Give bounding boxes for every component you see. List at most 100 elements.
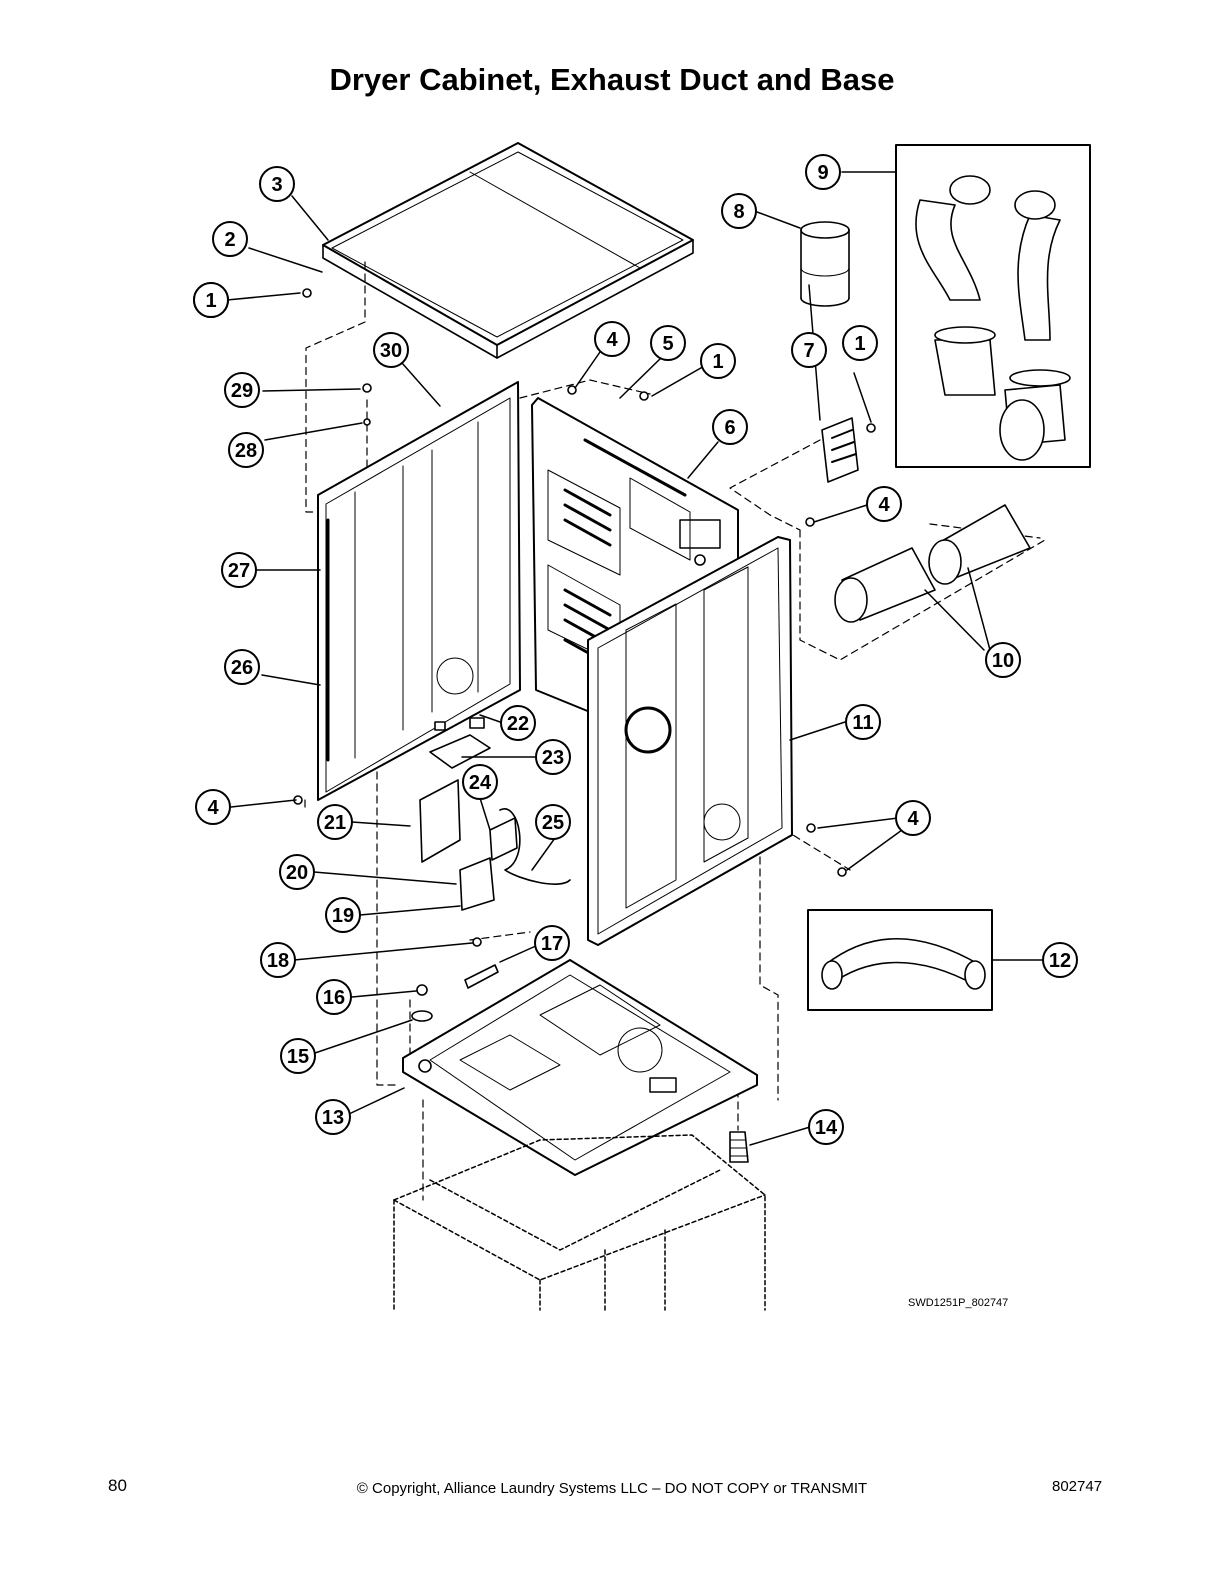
callout-label: 15 [287,1046,309,1068]
callout-circle [700,343,736,379]
callout-circle [791,332,827,368]
callout-label: 18 [267,950,289,972]
callout-circle [224,372,260,408]
flex-hose-box [807,909,993,1011]
callout-label: 4 [878,494,890,516]
callout-18: 18 [260,942,296,978]
callout-label: 7 [803,340,814,362]
callout-circle [316,979,352,1015]
callout-25: 25 [535,804,571,840]
callout-circle [462,764,498,800]
callout-21: 21 [317,804,353,840]
callout-label: 5 [662,333,673,355]
callout-label: 4 [606,329,618,351]
callout-label: 3 [271,174,282,196]
callout-label: 20 [286,862,308,884]
callout-15: 15 [280,1038,316,1074]
callout-2: 2 [212,221,248,257]
left-side-panel [317,381,521,801]
flex-duct-kit-box [895,144,1091,468]
callout-circle [845,704,881,740]
callout-6: 6 [712,409,748,445]
callout-label: 6 [724,417,735,439]
callout-label: 1 [712,351,723,373]
callout-13: 13 [315,1099,351,1135]
callout-30: 30 [373,332,409,368]
callout-label: 4 [907,808,919,830]
callout-circle [259,166,295,202]
top-cover [322,142,694,359]
callout-23: 23 [535,739,571,775]
callout-label: 1 [205,290,216,312]
callout-4: 4 [895,800,931,836]
callout-8: 8 [721,193,757,229]
callout-circle [866,486,902,522]
vent-cover [821,417,859,483]
callout-14: 14 [808,1109,844,1145]
callout-label: 30 [380,340,402,362]
callout-circle [805,154,841,190]
exhaust-duct [800,221,850,307]
callout-4: 4 [594,321,630,357]
callout-circle [279,854,315,890]
callout-label: 22 [507,713,529,735]
callout-circle [721,193,757,229]
callout-label: 11 [852,712,873,734]
callout-circle [221,552,257,588]
callout-circle [195,789,231,825]
callout-label: 28 [235,440,257,462]
document-number: 802747 [1052,1478,1103,1495]
callout-10: 10 [985,642,1021,678]
callout-3: 3 [259,166,295,202]
callout-circle [228,432,264,468]
callout-4: 4 [866,486,902,522]
callout-circle [325,897,361,933]
callout-circle [895,800,931,836]
callout-label: 13 [322,1107,344,1129]
base-pan [402,959,758,1176]
callout-1: 1 [700,343,736,379]
callout-4: 4 [195,789,231,825]
callout-circle [224,649,260,685]
callout-label: 21 [324,812,346,834]
callout-circle [212,221,248,257]
callout-label: 4 [207,797,219,819]
callout-7: 7 [791,332,827,368]
callout-circle [315,1099,351,1135]
callout-label: 2 [224,229,235,251]
callout-29: 29 [224,372,260,408]
callout-circle [842,325,878,361]
callout-label: 8 [733,201,744,223]
callout-label: 14 [815,1117,838,1139]
callout-28: 28 [228,432,264,468]
callout-5: 5 [650,325,686,361]
callout-circle [280,1038,316,1074]
callout-label: 16 [323,987,345,1009]
callout-circle [985,642,1021,678]
page-title: Dryer Cabinet, Exhaust Duct and Base [329,62,895,97]
copyright-notice: © Copyright, Alliance Laundry Systems LL… [356,1480,868,1497]
callout-16: 16 [316,979,352,1015]
duct-pipes [834,504,1031,623]
callout-circle [594,321,630,357]
drawing-id: SWD1251P_802747 [908,1297,1009,1309]
fasteners [293,288,876,1022]
callout-11: 11 [845,704,881,740]
callout-label: 9 [817,162,828,184]
callout-1: 1 [842,325,878,361]
callout-label: 17 [541,933,563,955]
callout-24: 24 [462,764,498,800]
callout-circle [317,804,353,840]
callout-17: 17 [534,925,570,961]
callout-label: 24 [469,772,492,794]
callout-label: 12 [1049,950,1071,972]
callout-group: 1231304517189292864271026221123424254212… [193,154,1078,1145]
callout-label: 29 [231,380,253,402]
callout-27: 27 [221,552,257,588]
callout-circle [808,1109,844,1145]
callout-1: 1 [193,282,229,318]
callout-circle [535,804,571,840]
callout-9: 9 [805,154,841,190]
callout-label: 1 [854,333,865,355]
